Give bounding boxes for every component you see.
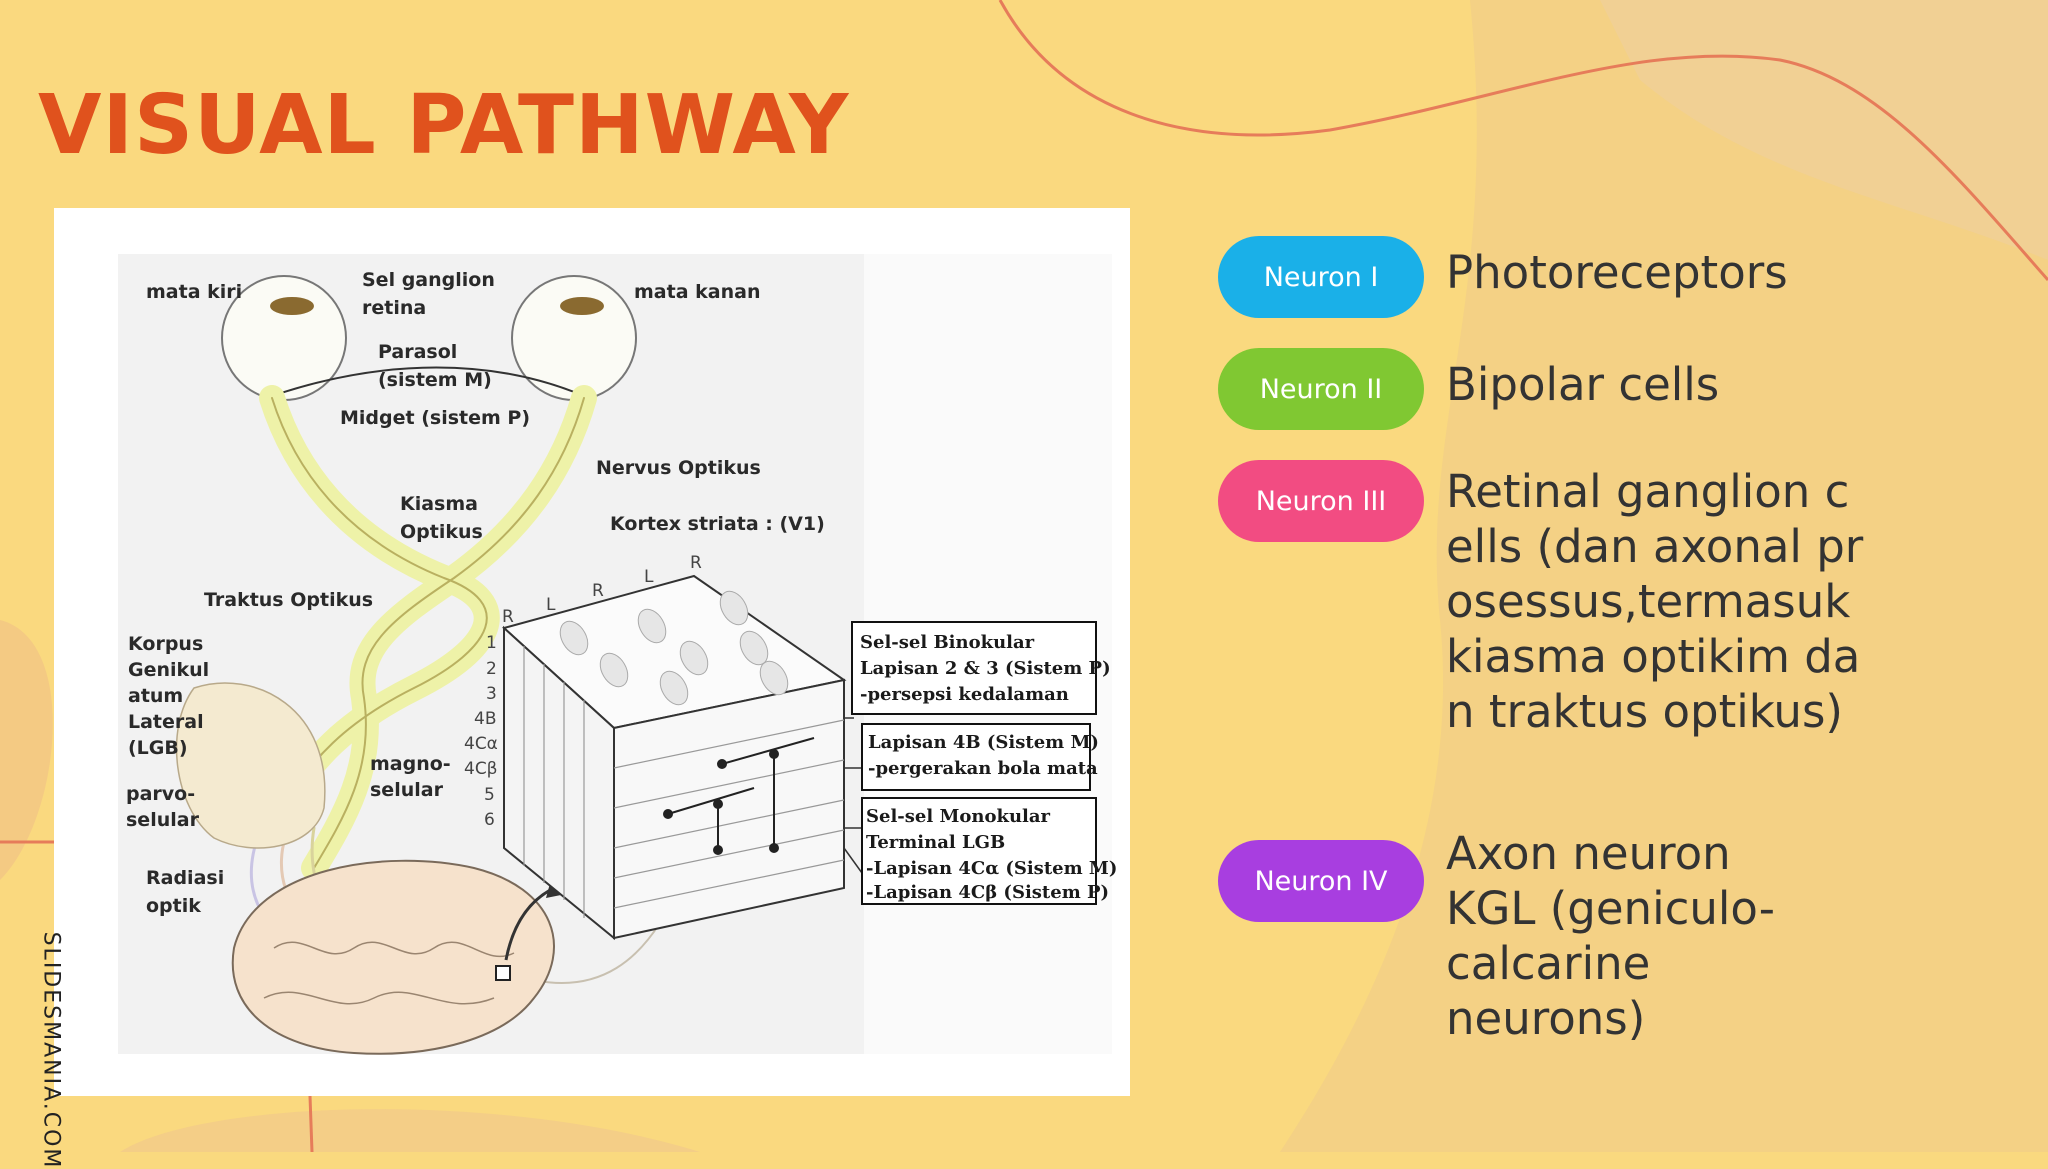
- lgb-shape: [175, 682, 326, 849]
- neuron-badge-4: Neuron IV: [1218, 840, 1424, 922]
- neuron-row-1: Neuron I Photoreceptors: [1218, 236, 1866, 318]
- svg-text:L: L: [644, 567, 654, 587]
- svg-text:4Cα: 4Cα: [464, 734, 498, 754]
- svg-text:6: 6: [484, 810, 495, 830]
- layer-labels: 1 2 3 4B 4Cα 4Cβ 5 6: [464, 633, 498, 830]
- annotation-box-4b: Lapisan 4B (Sistem M) -pergerakan bola m…: [861, 723, 1099, 791]
- box3-line2: Terminal LGB: [866, 832, 1005, 853]
- label-midget: Midget (sistem P): [340, 407, 530, 429]
- neuron-badge-2: Neuron II: [1218, 348, 1424, 430]
- bg-curve-line: [998, 0, 2048, 281]
- box1-line1: Sel-sel Binokular: [860, 632, 1035, 653]
- svg-text:1: 1: [486, 633, 497, 653]
- neuron-row-2: Neuron II Bipolar cells: [1218, 348, 1866, 430]
- box2-line1: Lapisan 4B (Sistem M): [868, 732, 1099, 753]
- neuron-badge-3: Neuron III: [1218, 460, 1424, 542]
- box3-line1: Sel-sel Monokular: [866, 806, 1051, 827]
- visual-pathway-diagram: Sel-sel Binokular Lapisan 2 & 3 (Sistem …: [54, 208, 1130, 1096]
- v1-marker: [495, 965, 511, 981]
- svg-text:(LGB): (LGB): [128, 737, 188, 759]
- label-parasol: Parasol: [378, 341, 457, 363]
- svg-text:atum: atum: [128, 685, 183, 707]
- diagram-svg: Sel-sel Binokular Lapisan 2 & 3 (Sistem …: [118, 254, 1117, 1055]
- neuron-description-2: Bipolar cells: [1446, 358, 1720, 411]
- svg-text:L: L: [546, 595, 556, 615]
- svg-text:selular: selular: [370, 779, 444, 801]
- label-nervus-optikus: Nervus Optikus: [596, 457, 761, 479]
- svg-text:Genikul: Genikul: [128, 659, 209, 681]
- svg-text:3: 3: [486, 684, 497, 704]
- label-radiasi: Radiasi: [146, 867, 224, 889]
- anatomy-labels: mata kiri Sel ganglion retina mata kanan…: [126, 269, 825, 917]
- svg-text:4B: 4B: [474, 709, 496, 729]
- svg-text:4Cβ: 4Cβ: [464, 759, 498, 779]
- slide-title: VISUAL PATHWAY: [38, 78, 850, 173]
- cortex-block: [501, 574, 847, 941]
- watermark: SLIDESMANIA.COM: [38, 931, 64, 1169]
- label-magno: magno-: [370, 753, 451, 775]
- svg-text:Optikus: Optikus: [400, 521, 483, 543]
- box3-line3: -Lapisan 4Cα (Sistem M): [866, 858, 1117, 879]
- label-parvo: parvo-: [126, 783, 195, 805]
- label-kortex-striata: Kortex striata : (V1): [610, 513, 825, 535]
- label-kiasma: Kiasma: [400, 493, 478, 515]
- box3-line4: -Lapisan 4Cβ (Sistem P): [866, 882, 1109, 903]
- column-labels: R L R L R: [502, 553, 702, 627]
- svg-text:2: 2: [486, 659, 497, 679]
- brain-shape: [231, 859, 555, 1055]
- neuron-description-1: Photoreceptors: [1446, 246, 1788, 299]
- annotation-box-binokular: Sel-sel Binokular Lapisan 2 & 3 (Sistem …: [851, 621, 1111, 715]
- svg-text:retina: retina: [362, 297, 426, 319]
- neuron-row-3: Neuron III Retinal ganglion cells (dan a…: [1218, 460, 1866, 739]
- box2-line2: -pergerakan bola mata: [868, 758, 1098, 779]
- box1-line2: Lapisan 2 & 3 (Sistem P): [860, 658, 1111, 679]
- bg-blob-topright: [1600, 0, 2048, 260]
- label-sel-ganglion: Sel ganglion: [362, 269, 495, 291]
- svg-text:R: R: [502, 607, 514, 627]
- annotation-box-monokular: Sel-sel Monokular Terminal LGB -Lapisan …: [861, 797, 1117, 905]
- neuron-description-4: Axon neuron KGL (geniculo-calcarine neur…: [1446, 827, 1775, 1045]
- right-eye: [511, 275, 637, 401]
- bg-blob-right: [1280, 0, 2048, 1152]
- neuron-description-3: Retinal ganglion cells (dan axonal prose…: [1446, 465, 1864, 738]
- label-korpus: Korpus: [128, 633, 203, 655]
- bg-blob-bottom: [120, 1109, 700, 1152]
- bg-curve-line-bottom: [308, 1095, 314, 1152]
- neuron-badge-1: Neuron I: [1218, 236, 1424, 318]
- svg-text:selular: selular: [126, 809, 200, 831]
- label-mata-kiri: mata kiri: [146, 281, 242, 303]
- svg-text:Lateral: Lateral: [128, 711, 204, 733]
- svg-text:R: R: [690, 553, 702, 573]
- svg-text:5: 5: [484, 785, 495, 805]
- svg-text:(sistem M): (sistem M): [378, 369, 492, 391]
- box1-line3: -persepsi kedalaman: [860, 684, 1069, 705]
- bg-blob-bottomleft: [0, 620, 53, 880]
- label-mata-kanan: mata kanan: [634, 281, 760, 303]
- neuron-row-4: Neuron IV Axon neuron KGL (geniculo-calc…: [1218, 827, 1776, 1046]
- svg-text:R: R: [592, 581, 604, 601]
- svg-text:optik: optik: [146, 895, 201, 917]
- label-traktus-optikus: Traktus Optikus: [204, 589, 373, 611]
